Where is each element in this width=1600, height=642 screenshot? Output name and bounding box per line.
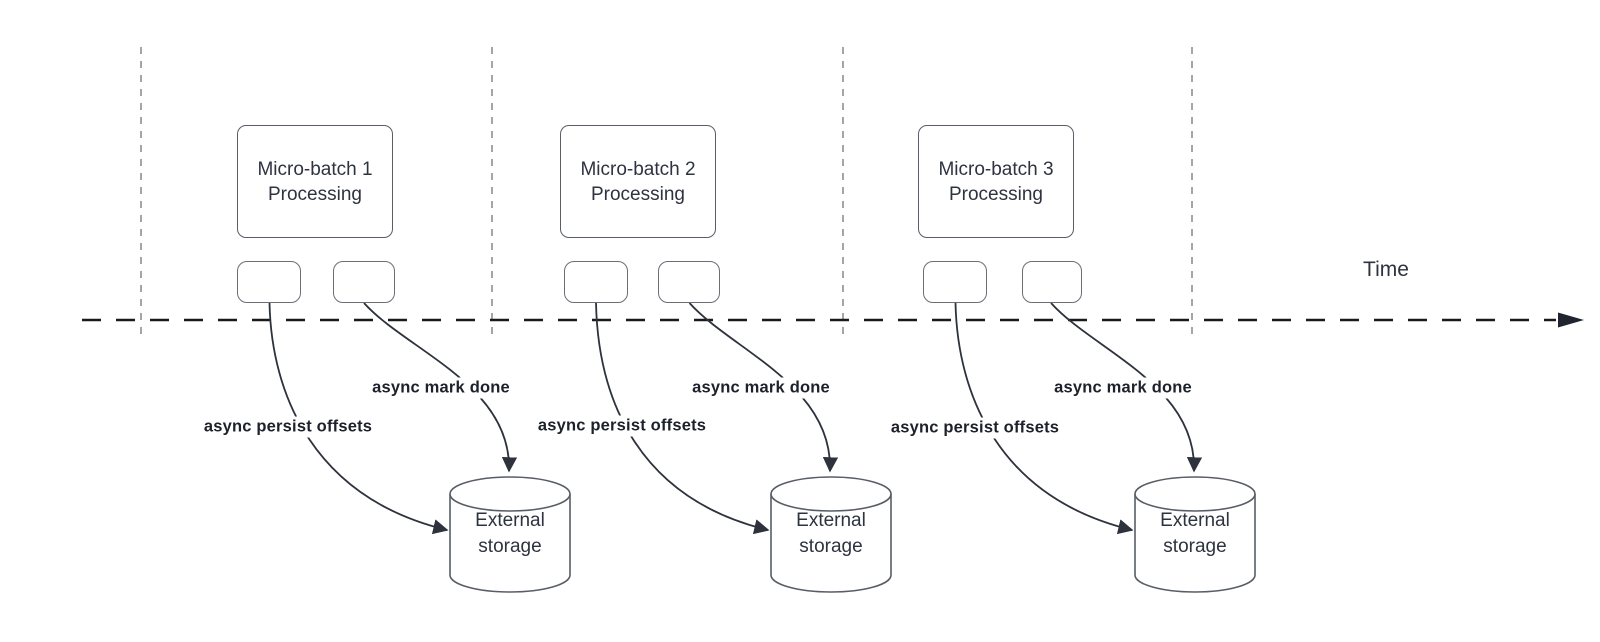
- external-storage-label: External storage: [796, 510, 866, 557]
- persist-offsets-label: async persist offsets: [200, 416, 376, 438]
- mark-done-label: async mark done: [369, 377, 513, 399]
- commit-task-box: [658, 261, 720, 303]
- persist-offsets-arrow: [595, 302, 770, 535]
- commit-task-box: [333, 261, 395, 303]
- external-storage-cylinder: [1134, 476, 1256, 593]
- mark-done-label: async mark done: [1051, 377, 1195, 399]
- micro-batch-2-box: Micro-batch 2 Processing: [560, 125, 716, 238]
- persist-offsets-arrow: [268, 302, 449, 535]
- external-storage-cylinder: [449, 476, 571, 593]
- mark-done-arrow: [688, 302, 839, 473]
- persist-offsets-label: async persist offsets: [887, 417, 1063, 439]
- time-axis-label: Time: [1363, 258, 1409, 281]
- persist-offsets-arrow: [954, 302, 1134, 535]
- commit-task-box: [1022, 261, 1082, 303]
- external-storage-label: External storage: [1160, 510, 1230, 557]
- offset-task-box: [923, 261, 987, 303]
- mark-done-arrow: [363, 302, 518, 473]
- mark-done-arrow: [1050, 302, 1203, 473]
- micro-batch-3-box: Micro-batch 3 Processing: [918, 125, 1074, 238]
- persist-offsets-label: async persist offsets: [534, 415, 710, 437]
- time-axis-arrowhead-icon: [1558, 312, 1584, 328]
- external-storage-cylinder: [770, 476, 892, 593]
- mark-done-label: async mark done: [689, 377, 833, 399]
- external-storage-label: External storage: [475, 510, 545, 557]
- micro-batch-1-box: Micro-batch 1 Processing: [237, 125, 393, 238]
- offset-task-box: [237, 261, 301, 303]
- offset-task-box: [564, 261, 628, 303]
